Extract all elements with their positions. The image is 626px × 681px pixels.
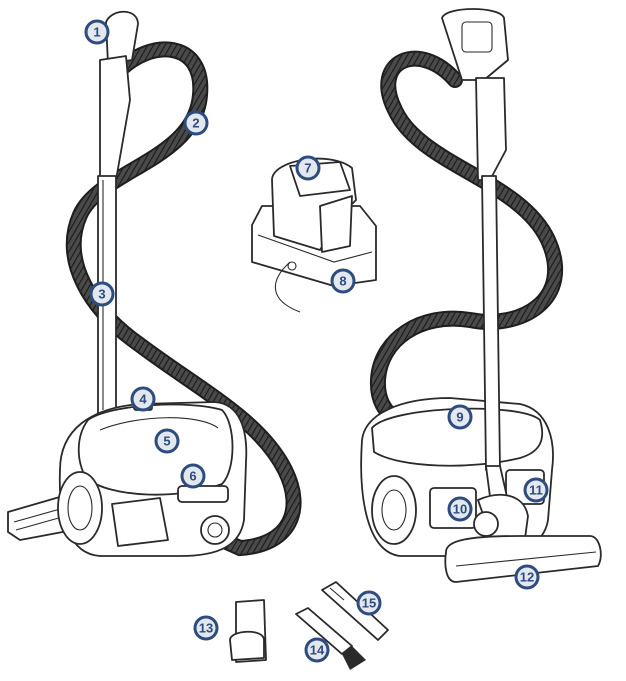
svg-text:7: 7 — [304, 161, 311, 176]
right-hose — [369, 50, 563, 437]
callout-11: 11 — [523, 477, 549, 503]
callout-5: 5 — [154, 428, 180, 454]
right-handle-wand — [441, 8, 511, 513]
svg-text:8: 8 — [339, 274, 346, 289]
accessory-15-crevice — [321, 581, 389, 641]
callout-4: 4 — [130, 386, 156, 412]
callout-3: 3 — [89, 281, 115, 307]
accessory-13 — [229, 599, 267, 663]
svg-text:1: 1 — [93, 25, 100, 40]
svg-text:5: 5 — [163, 434, 170, 449]
svg-text:4: 4 — [139, 392, 147, 407]
svg-text:14: 14 — [310, 643, 325, 658]
callout-15: 15 — [356, 590, 382, 616]
svg-text:9: 9 — [456, 410, 463, 425]
svg-text:2: 2 — [192, 116, 199, 131]
callout-14: 14 — [304, 637, 330, 663]
callout-1: 1 — [84, 19, 110, 45]
callout-6: 6 — [180, 463, 206, 489]
svg-text:10: 10 — [453, 502, 467, 517]
charging-stand — [251, 157, 377, 313]
callout-12: 12 — [514, 564, 540, 590]
right-floor-brush — [444, 493, 602, 583]
left-body — [57, 401, 248, 557]
svg-text:13: 13 — [199, 621, 213, 636]
svg-text:15: 15 — [362, 596, 376, 611]
callout-10: 10 — [447, 496, 473, 522]
callout-13: 13 — [193, 615, 219, 641]
accessory-14-brush — [295, 607, 366, 670]
svg-text:11: 11 — [529, 483, 543, 498]
left-hose — [65, 41, 302, 557]
right-vacuum — [360, 8, 602, 583]
callout-8: 8 — [330, 268, 356, 294]
callout-9: 9 — [447, 404, 473, 430]
svg-text:6: 6 — [189, 469, 196, 484]
svg-text:12: 12 — [520, 570, 534, 585]
svg-text:3: 3 — [98, 287, 105, 302]
callout-2: 2 — [183, 110, 209, 136]
left-vacuum — [7, 10, 302, 557]
left-handle-wand — [97, 10, 139, 416]
callout-7: 7 — [295, 155, 321, 181]
